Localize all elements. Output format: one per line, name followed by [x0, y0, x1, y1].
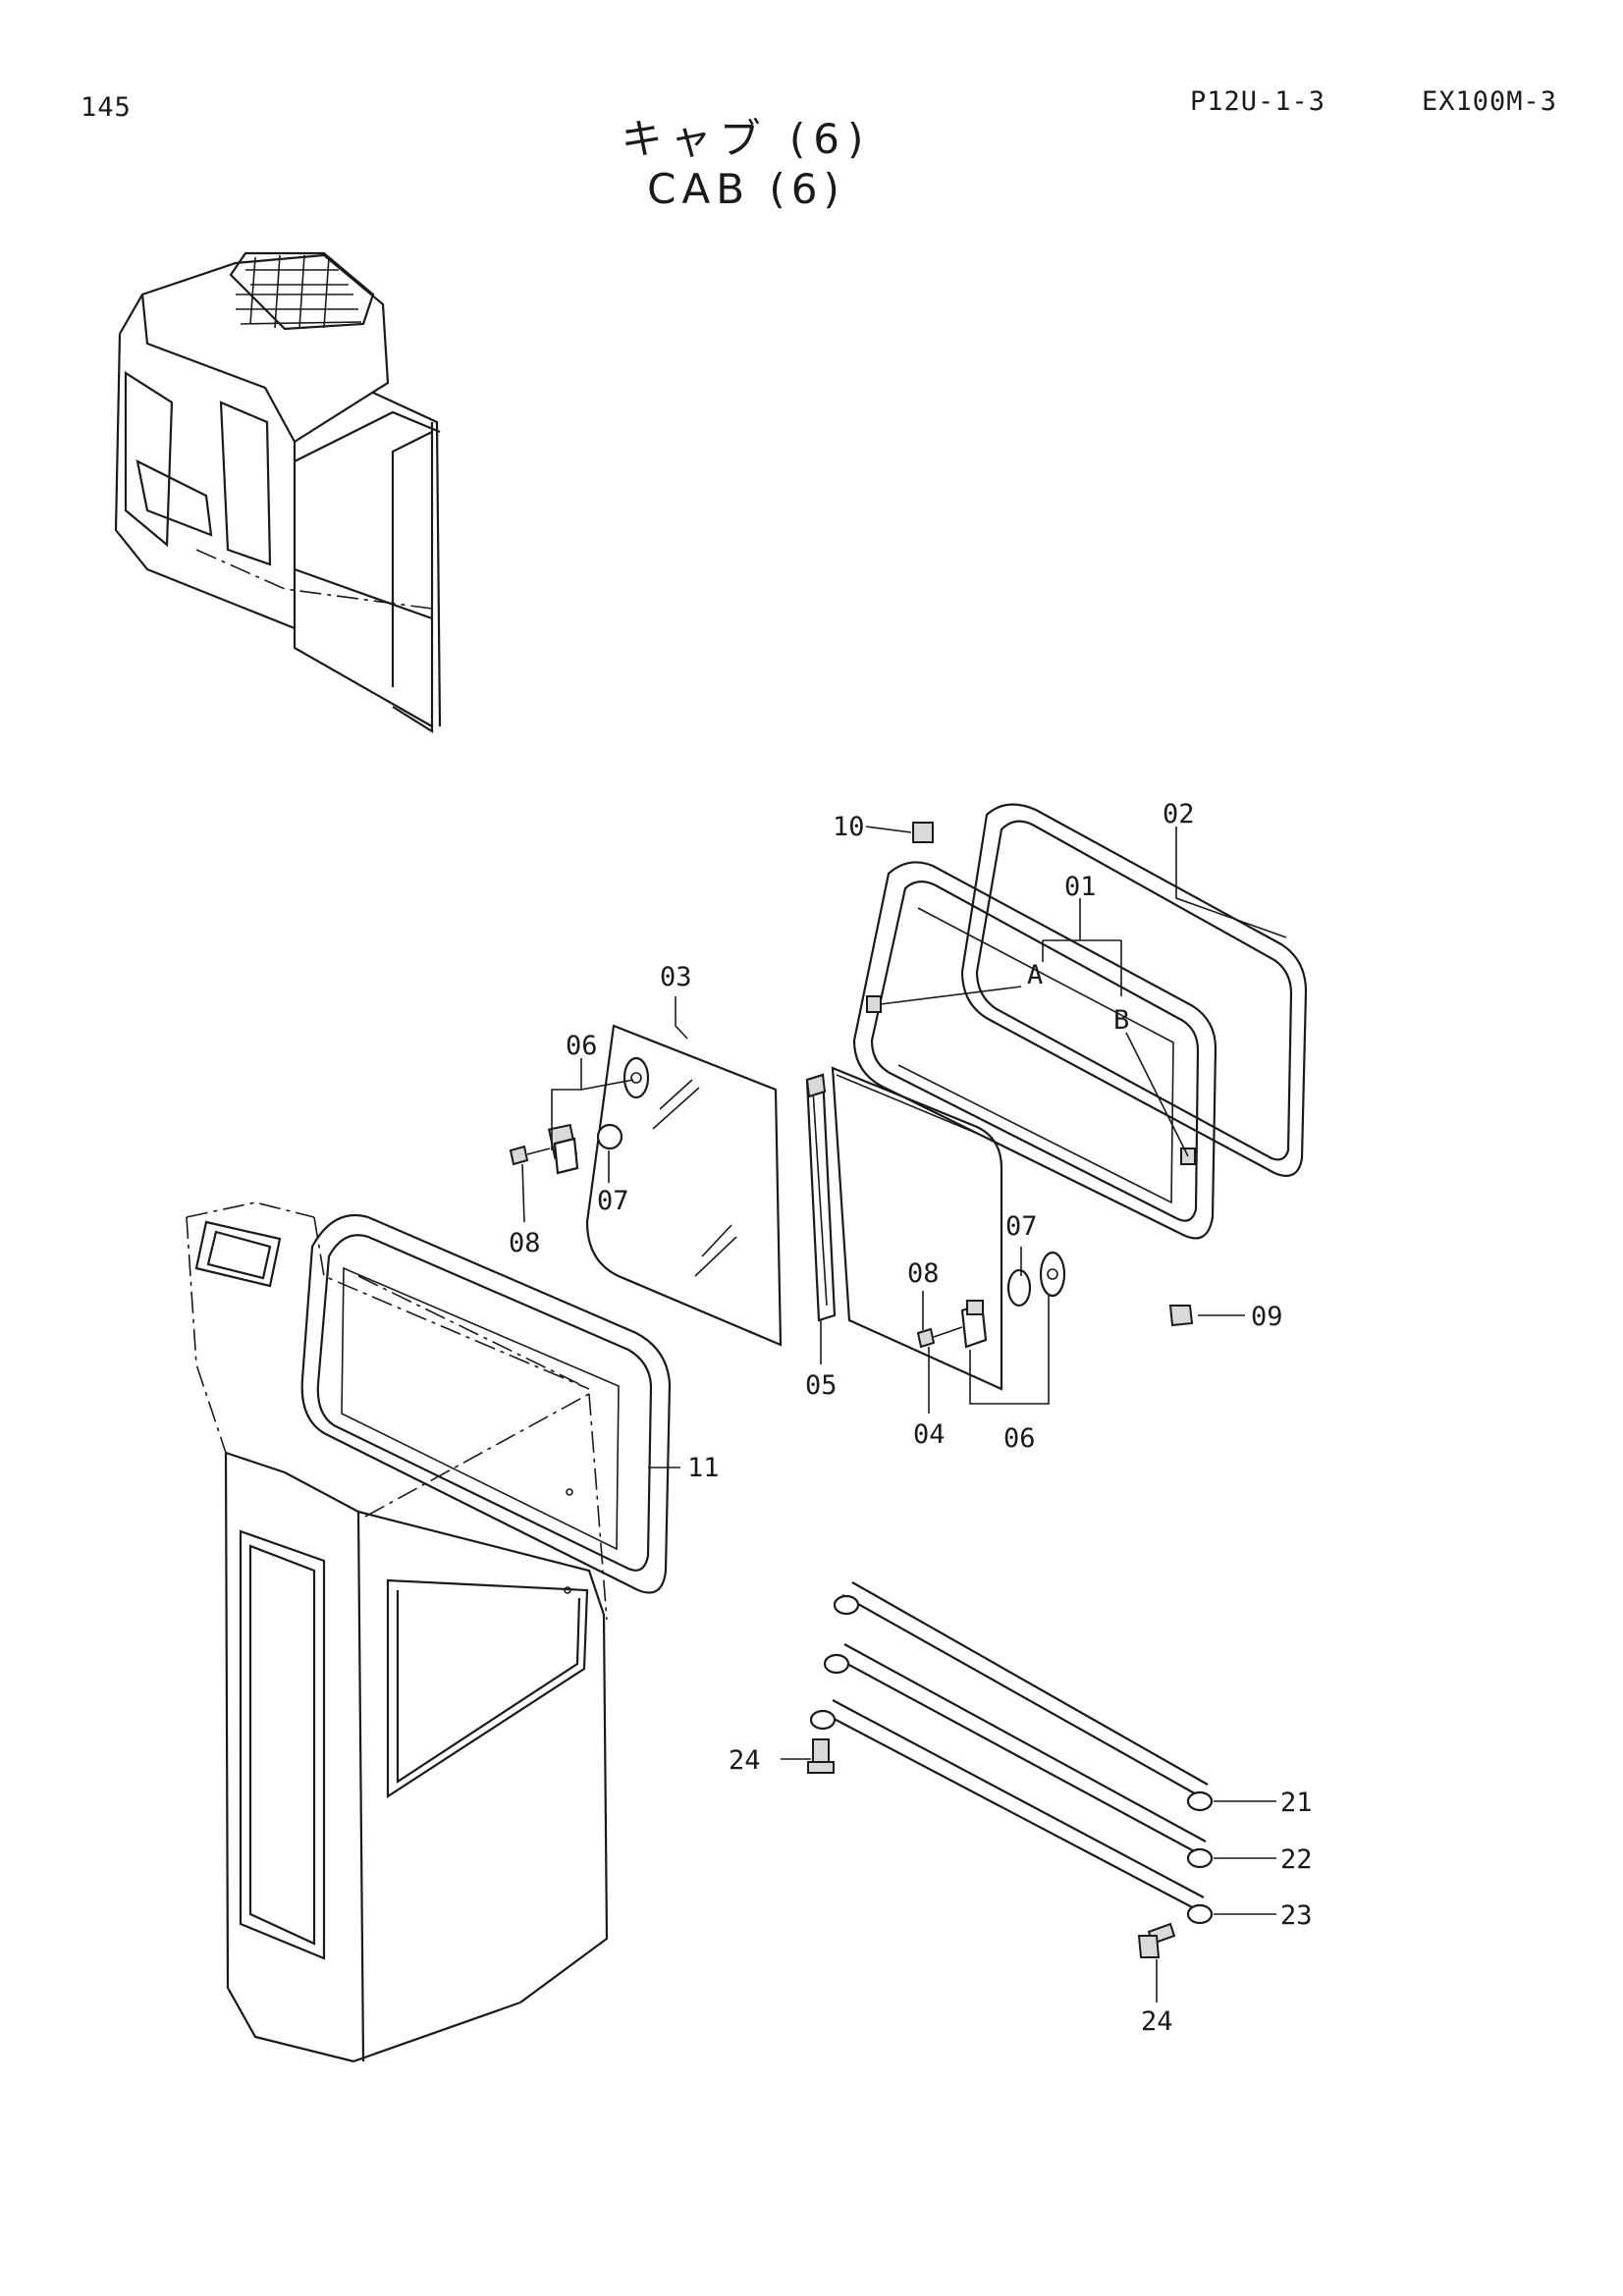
callout-10: 10: [833, 812, 865, 842]
latch-hardware-right: [916, 1251, 1066, 1349]
callout-06-right: 06: [1003, 1423, 1036, 1454]
callout-21: 21: [1280, 1788, 1313, 1818]
callout-labels: 02 10 01 A B 03 06 07 08 11 05 08 07 04 …: [509, 799, 1313, 2037]
drawing-code: P12U-1-3: [1190, 86, 1326, 117]
callout-01: 01: [1064, 872, 1097, 902]
callout-24-bottom: 24: [1141, 2006, 1173, 2037]
callout-06-left: 06: [566, 1031, 598, 1061]
title-english: CAB (6): [647, 165, 845, 213]
cab-overview-illustration: [114, 251, 442, 733]
callout-22: 22: [1280, 1844, 1313, 1875]
callout-08-left: 08: [509, 1228, 541, 1258]
stopper-parts: [912, 822, 1194, 1327]
leader-lines: [521, 826, 1287, 2002]
part-01-window-frame: [852, 861, 1217, 1240]
roof-guard-grille: [229, 251, 375, 331]
cab-body-outline: [186, 1201, 609, 2063]
callout-09: 09: [1251, 1302, 1283, 1332]
callout-02: 02: [1163, 799, 1195, 829]
ref-label-a: A: [1027, 960, 1043, 990]
callout-05: 05: [805, 1370, 838, 1401]
ref-label-b: B: [1113, 1005, 1129, 1036]
rods-21-22-23: [809, 1581, 1214, 1925]
callout-11: 11: [687, 1453, 720, 1483]
page-number: 145: [81, 92, 132, 123]
part-05-seal-strip: [805, 1073, 837, 1322]
bolts-24: [807, 1738, 1176, 1958]
callout-23: 23: [1280, 1900, 1313, 1931]
callout-04: 04: [913, 1419, 946, 1450]
callout-07-left: 07: [597, 1186, 629, 1216]
callout-07-right: 07: [1005, 1211, 1038, 1242]
part-04-sliding-glass: [831, 1066, 1003, 1391]
callout-08-right: 08: [907, 1258, 940, 1289]
callout-24-left: 24: [729, 1745, 761, 1776]
latch-hardware-left: [509, 1056, 650, 1175]
part-03-glass: [585, 1024, 783, 1347]
part-02-outer-seal: [960, 803, 1308, 1177]
title-japanese: キャブ (6): [621, 115, 872, 163]
part-11-weather-strip: [300, 1213, 672, 1594]
model-number: EX100M-3: [1422, 86, 1558, 117]
callout-03: 03: [660, 962, 692, 992]
